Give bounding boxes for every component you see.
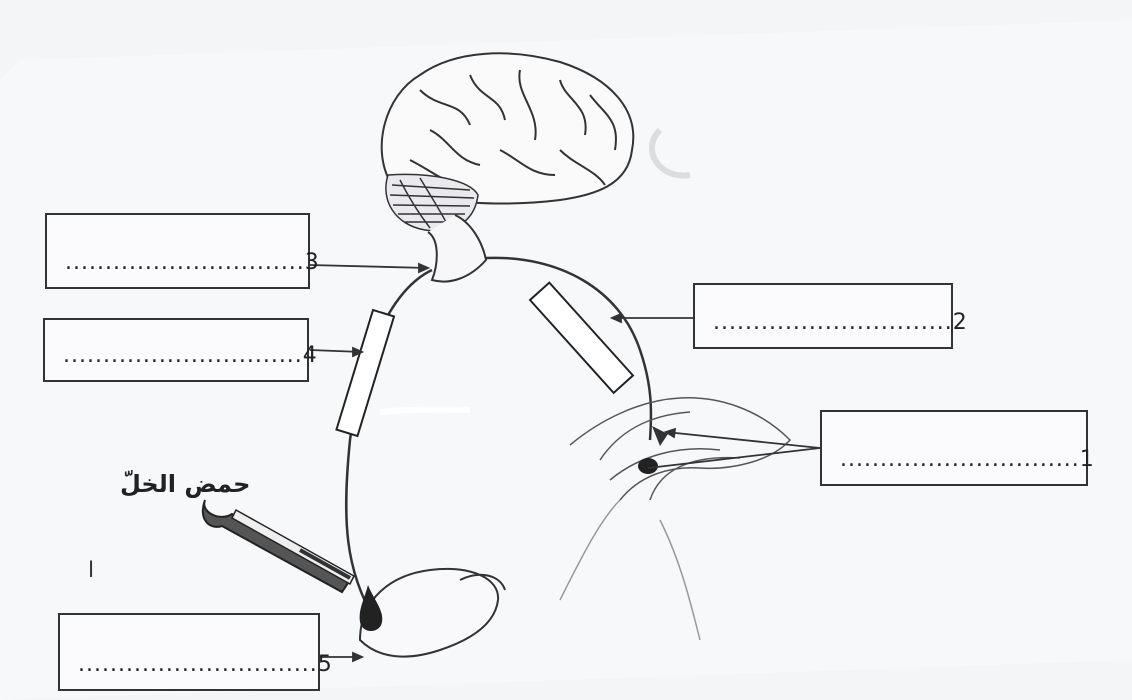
label-5-text: ..............................5	[78, 652, 333, 677]
label-box-2[interactable]: ..............................2	[693, 283, 953, 349]
label-box-3[interactable]: ..............................3	[45, 213, 310, 289]
taste-receptor-dot	[638, 458, 658, 474]
acetic-acid-label: حمض الخلّ	[120, 470, 250, 498]
label-box-1[interactable]: ..............................1	[820, 410, 1088, 486]
label-box-4[interactable]: ..............................4	[43, 318, 309, 382]
stray-mark: ا	[88, 558, 94, 583]
label-1-text: ..............................1	[840, 447, 1095, 472]
paper-fold-line	[380, 409, 470, 412]
label-3-text: ..............................3	[65, 250, 320, 275]
label-box-5[interactable]: ..............................5	[58, 613, 320, 691]
label-4-text: ..............................4	[63, 343, 318, 368]
label-2-text: ..............................2	[713, 310, 968, 335]
